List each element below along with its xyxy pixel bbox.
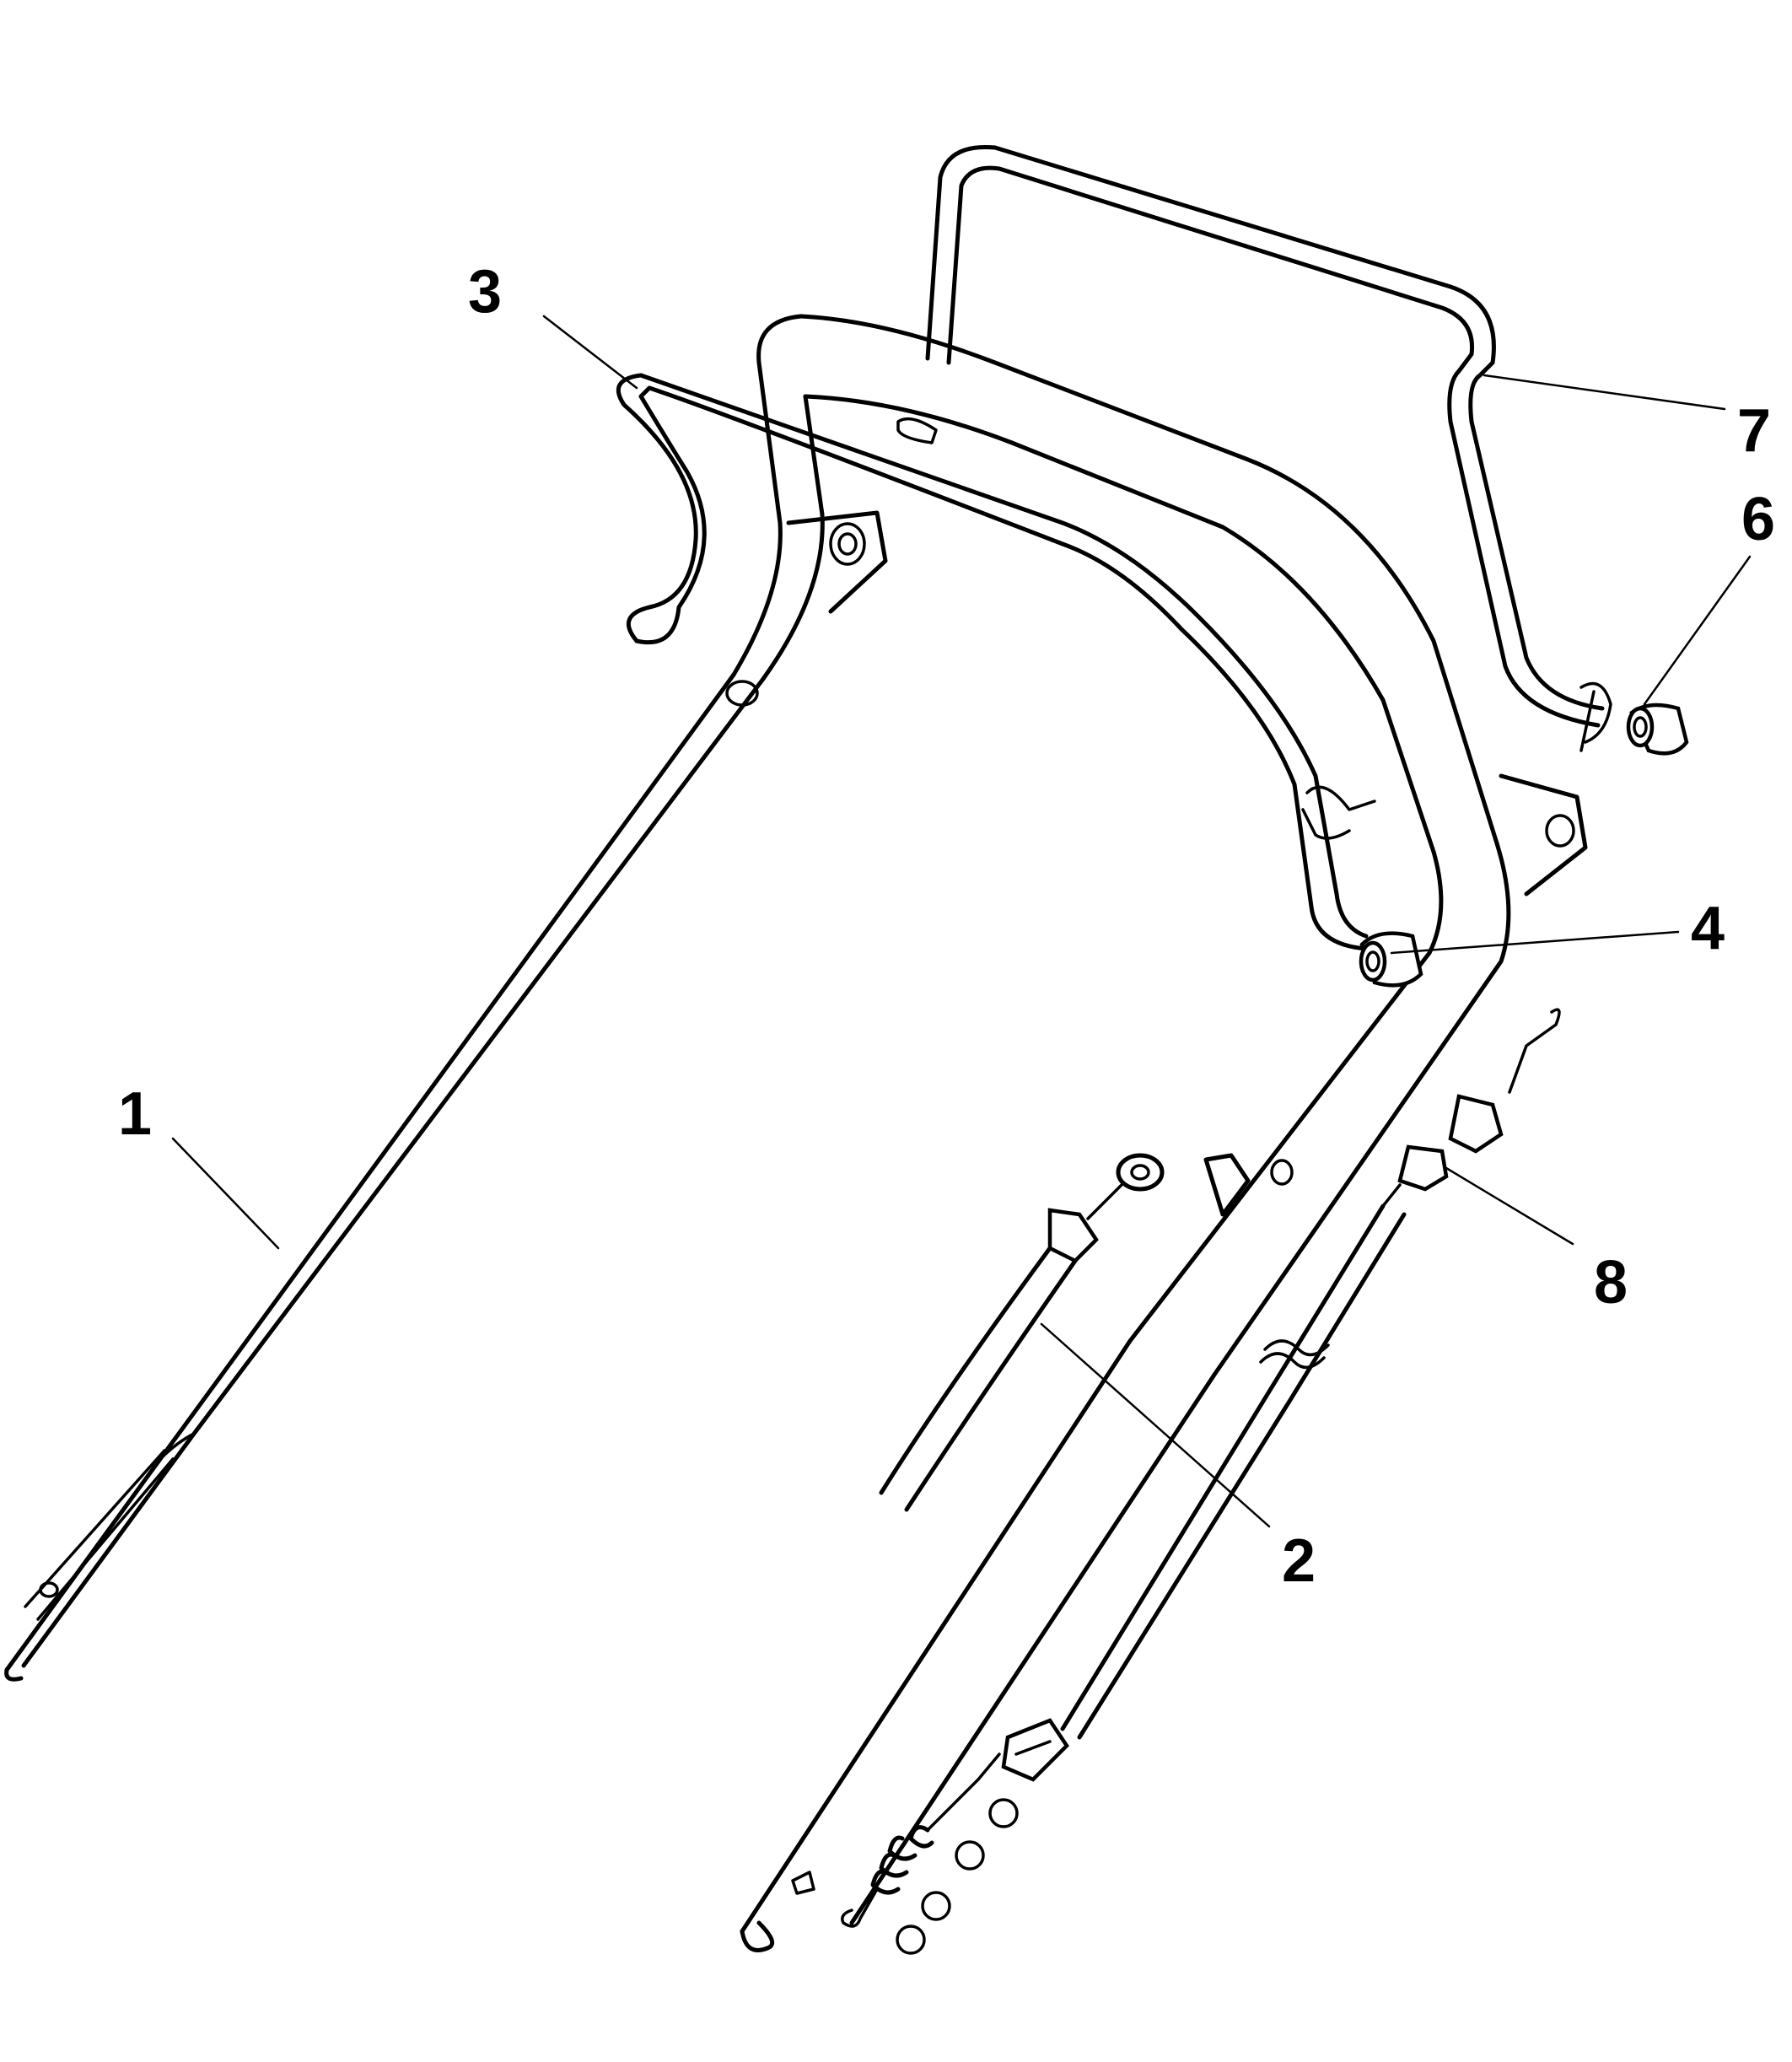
lower-bail-bar	[616, 373, 1376, 951]
callout-7: 7	[1737, 397, 1771, 465]
callout-1: 1	[118, 1080, 152, 1148]
leader-2	[1040, 1322, 1271, 1528]
control-cable-2	[879, 1153, 1294, 1512]
callout-2: 2	[1282, 1527, 1316, 1595]
leader-3	[542, 315, 638, 390]
leader-7	[1483, 374, 1726, 411]
leader-1	[171, 1137, 280, 1250]
bushing-4	[1359, 931, 1423, 988]
callout-3: 3	[468, 258, 502, 326]
leader-4	[1390, 930, 1680, 955]
callout-labels: 1 2 3 4 6 7 8	[118, 258, 1775, 1595]
callout-6: 6	[1741, 486, 1775, 553]
upper-bail-bar	[925, 144, 1612, 752]
leader-6	[1643, 555, 1752, 706]
bushing-6	[1626, 703, 1689, 756]
leader-lines	[171, 315, 1752, 1528]
leader-8	[1445, 1166, 1574, 1246]
handle-frame	[4, 314, 1588, 1952]
callout-8: 8	[1594, 1249, 1628, 1316]
callout-4: 4	[1691, 895, 1725, 962]
control-cable-8	[841, 1008, 1561, 1955]
